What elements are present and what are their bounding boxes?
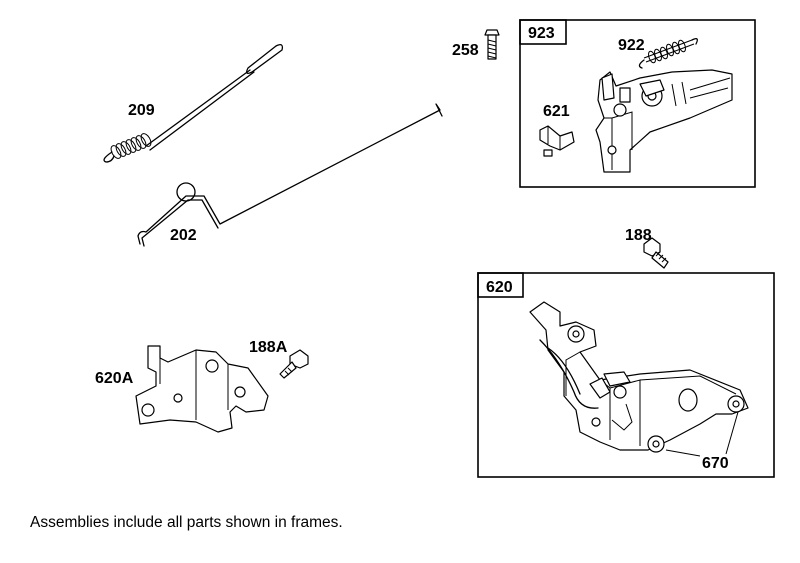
footnote: Assemblies include all parts shown in fr…	[30, 514, 343, 531]
part-202-rod	[137, 103, 443, 247]
leader-670-a	[665, 449, 701, 457]
frame-923-tag	[519, 19, 567, 45]
part-621-clip	[539, 125, 575, 157]
part-258-screw	[484, 29, 500, 60]
part-188A-screw	[279, 349, 309, 379]
label-620A: 620A	[95, 370, 134, 387]
frame-620-tag	[477, 272, 524, 298]
leader-670-b	[725, 411, 739, 455]
spring-coils	[110, 133, 152, 159]
label-670: 670	[702, 455, 729, 472]
label-188A: 188A	[249, 339, 288, 356]
part-620-control-assembly	[529, 301, 749, 453]
label-209: 209	[128, 102, 155, 119]
part-620A-bracket	[135, 345, 269, 433]
part-923-control-bracket	[595, 69, 733, 173]
label-258: 258	[452, 42, 479, 59]
frame-923	[519, 19, 756, 188]
part-922-spring	[638, 38, 698, 69]
label-621: 621	[543, 103, 570, 120]
part-188-screw	[643, 237, 669, 269]
label-202: 202	[170, 227, 197, 244]
frame-620	[477, 272, 775, 478]
label-188: 188	[625, 227, 652, 244]
part-209-spring	[103, 44, 284, 163]
label-923: 923	[528, 25, 555, 42]
label-620: 620	[486, 279, 513, 296]
label-922: 922	[618, 37, 645, 54]
